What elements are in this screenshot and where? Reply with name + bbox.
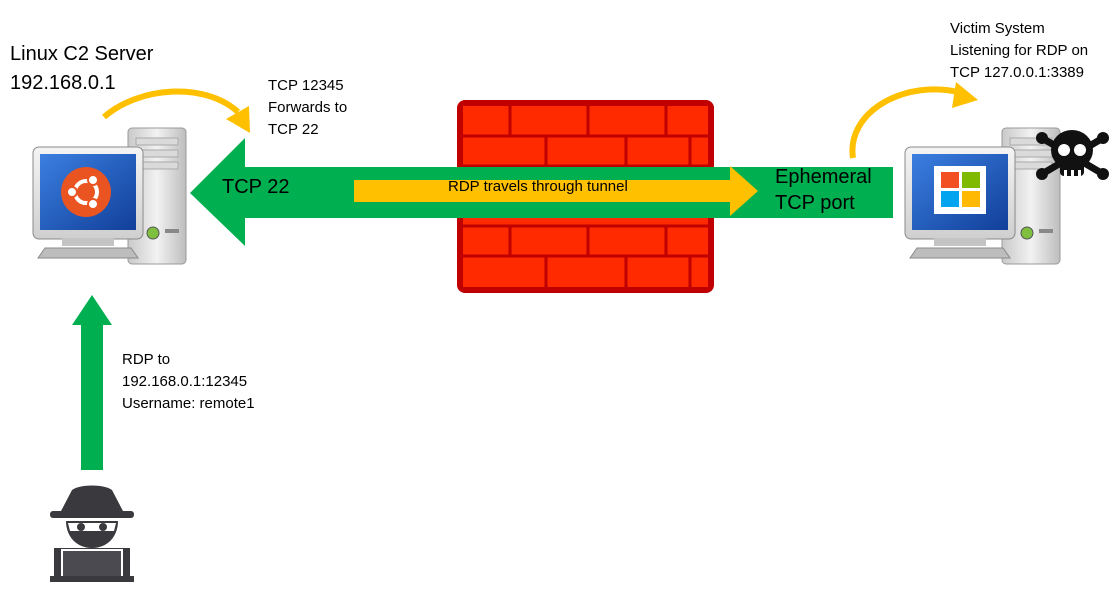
forward-note-line: TCP 22 xyxy=(268,121,319,138)
server-curve-arrow xyxy=(102,88,241,120)
victim-curve-arrowhead xyxy=(952,82,978,108)
server-title: Linux C2 Server xyxy=(10,43,154,65)
rdp-note-line: 192.168.0.1:12345 xyxy=(122,373,248,390)
tunnel-left-label: TCP 22 xyxy=(222,176,290,198)
tunnel-right-label-line: TCP port xyxy=(775,192,855,214)
hacker-icon xyxy=(50,485,134,582)
tunnel-right-label-line: Ephemeral xyxy=(775,166,872,188)
victim-note: Victim System Listening for RDP on TCP 1… xyxy=(950,18,1088,84)
victim-note-line: Victim System xyxy=(950,20,1045,37)
forward-note-line: Forwards to xyxy=(268,99,348,116)
attacker-up-arrow xyxy=(72,295,112,470)
rdp-flow-arrow xyxy=(354,166,758,216)
victim-note-line: Listening for RDP on xyxy=(950,42,1089,59)
rdp-note: RDP to 192.168.0.1:12345 Username: remot… xyxy=(122,349,255,415)
tunnel-inner-label: RDP travels through tunnel xyxy=(448,178,628,195)
forward-note: TCP 12345 Forwards to TCP 22 xyxy=(268,75,347,141)
rdp-note-line: Username: remote1 xyxy=(122,395,255,412)
tunnel-right-label: Ephemeral TCP port xyxy=(775,164,872,216)
rdp-note-line: RDP to xyxy=(122,351,171,368)
victim-note-line: TCP 127.0.0.1:3389 xyxy=(950,64,1084,81)
ubuntu-computer-icon xyxy=(32,127,187,265)
forward-note-line: TCP 12345 xyxy=(268,77,344,94)
server-ip: 192.168.0.1 xyxy=(10,72,116,94)
windows-computer-icon xyxy=(904,127,1061,265)
server-curve-arrowhead xyxy=(226,106,250,133)
skull-crossbones-icon xyxy=(1036,130,1109,180)
victim-curve-arrow xyxy=(849,86,963,159)
